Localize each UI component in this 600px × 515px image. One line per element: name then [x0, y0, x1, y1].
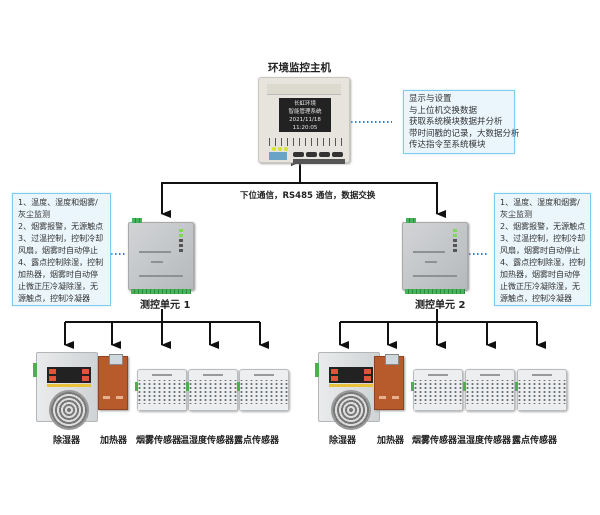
heater-2 [374, 354, 404, 410]
host-title: 环境监控主机 [268, 62, 331, 74]
device-label: 加热器 [100, 436, 128, 446]
unit2-label: 测控单元 2 [415, 300, 466, 311]
fan-icon [49, 390, 89, 430]
device-label: 除湿器 [329, 436, 357, 446]
device-label: 烟雾传感器 [412, 436, 458, 446]
device-label: 露点传感器 [512, 436, 558, 446]
bus-label: 下位通信，RS485 通信，数据交换 [240, 191, 376, 201]
unit1-label: 测控单元 1 [140, 300, 191, 311]
device-label: 加热器 [377, 436, 405, 446]
device-label: 露点传感器 [234, 436, 280, 446]
dehumidifier-1 [33, 352, 98, 430]
bus-line [161, 182, 438, 208]
host-key [293, 152, 304, 157]
device-label: 温湿度传感器 [457, 436, 512, 446]
host-key [319, 152, 330, 157]
device-label: 除湿器 [53, 436, 81, 446]
host-device: 长虹环境 智能管理系统 2021/11/18 11:20:05 [258, 77, 350, 164]
temp-humidity-sensor-1 [186, 369, 238, 411]
fan-icon [331, 390, 371, 430]
device-label: 烟雾传感器 [136, 436, 182, 446]
status-led [272, 147, 276, 151]
dew-point-sensor-2 [515, 369, 567, 411]
unit2-callout: 1、温度、湿度和烟雾/ 灰尘监测 2、烟雾报警，无源触点 3、过温控制，控制冷却… [494, 193, 591, 306]
smoke-sensor-2 [411, 369, 463, 411]
brand-logo [269, 152, 287, 160]
host-key [332, 152, 343, 157]
dew-point-sensor-1 [237, 369, 289, 411]
control-unit-1 [128, 218, 194, 294]
status-led [284, 147, 288, 151]
host-callout: 显示与设置 与上位机交换数据 获取系统模块数据并分析 带时间戳的记录，大数据分析… [403, 90, 520, 154]
unit1-callout: 1、温度、湿度和烟雾/ 灰尘监测 2、烟雾报警，无源触点 3、过温控制，控制冷却… [12, 193, 111, 306]
host-key [306, 152, 317, 157]
smoke-sensor-1 [135, 369, 187, 411]
control-unit-2 [402, 218, 468, 294]
temp-humidity-sensor-2 [463, 369, 515, 411]
device-label: 温湿度传感器 [180, 436, 235, 446]
status-led [278, 147, 282, 151]
dehumidifier-2 [315, 352, 380, 430]
heater-1 [98, 354, 128, 410]
host-screen: 长虹环境 智能管理系统 2021/11/18 11:20:05 [279, 98, 331, 132]
